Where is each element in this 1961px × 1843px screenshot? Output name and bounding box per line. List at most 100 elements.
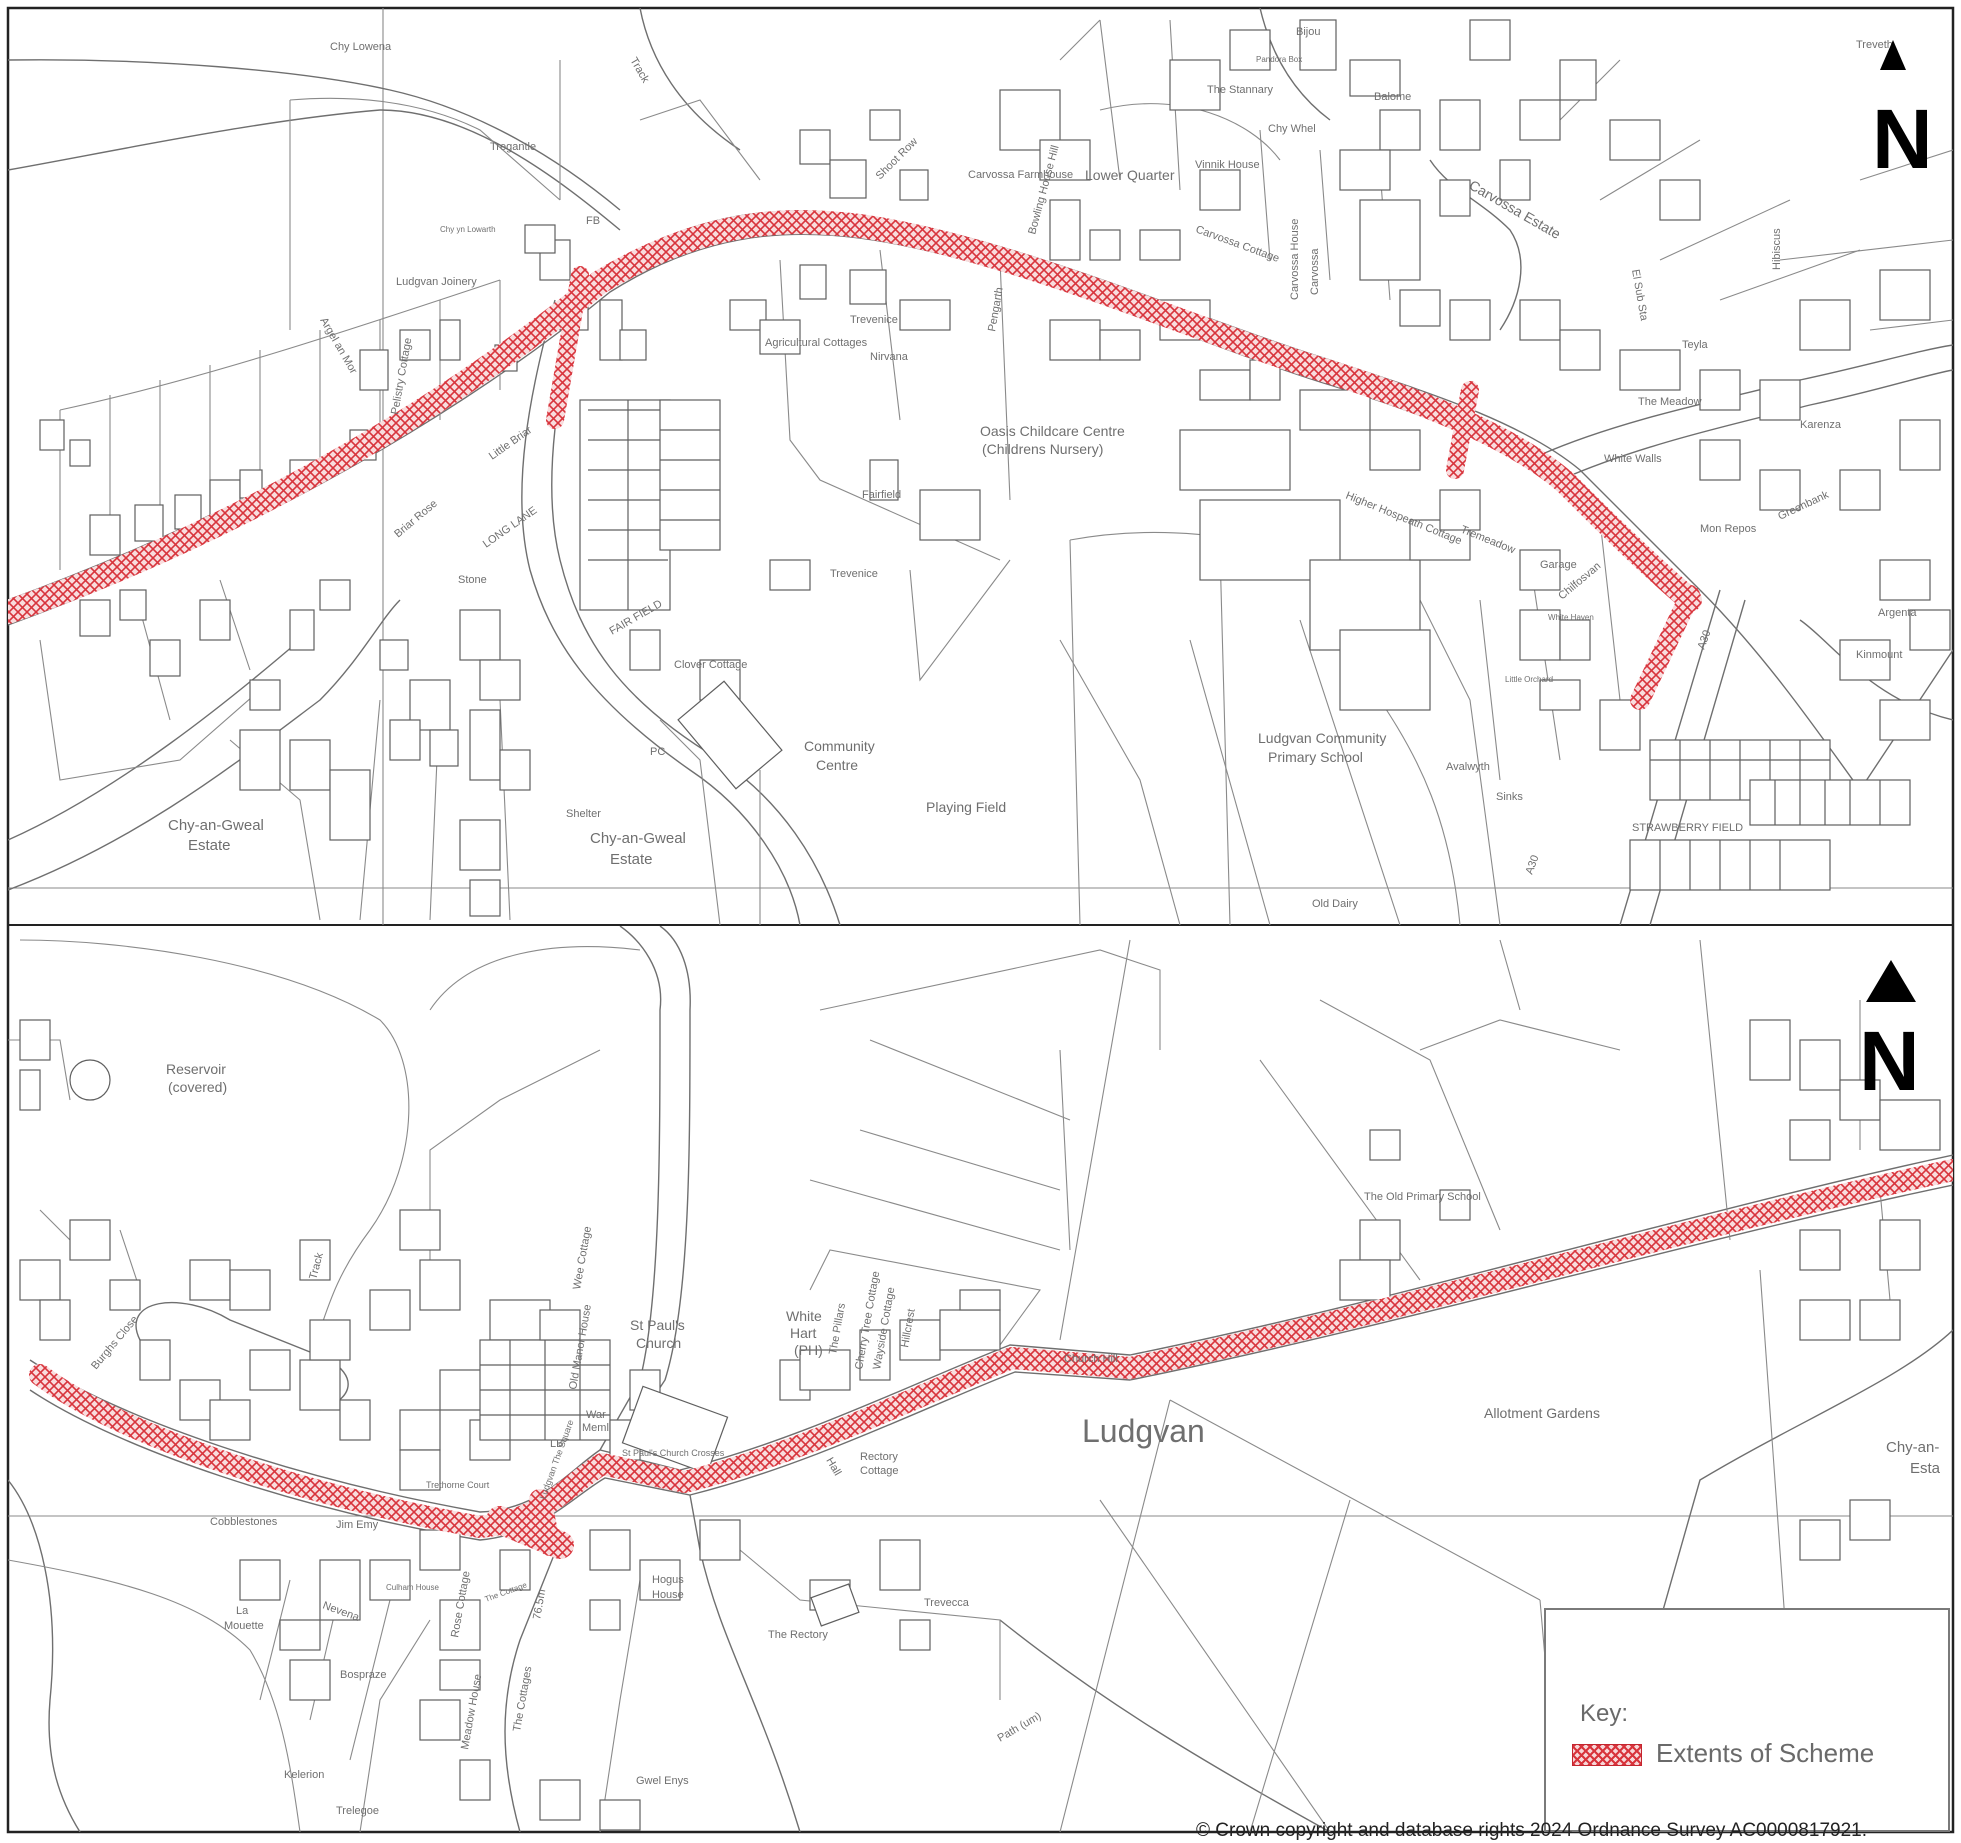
label: PC: [650, 746, 665, 758]
label: Primary School: [1268, 749, 1363, 765]
label: Karenza: [1800, 419, 1842, 431]
label: Mouette: [224, 1620, 264, 1632]
label: Fairfield: [862, 489, 901, 501]
label: Trelegoe: [336, 1805, 379, 1817]
label: The Meadow: [1638, 396, 1702, 408]
label: Hart: [790, 1325, 817, 1341]
label: Ludgvan Joinery: [396, 276, 477, 288]
key-item-label: Extents of Scheme: [1656, 1738, 1875, 1768]
label: Argenta: [1878, 607, 1917, 619]
label: House: [652, 1589, 684, 1601]
north-arrow-icon: N: [1872, 40, 1933, 186]
label: Community: [804, 738, 875, 754]
label: Old Dairy: [1312, 898, 1358, 910]
label: War: [586, 1409, 606, 1421]
label: Chy-an-: [1886, 1439, 1939, 1456]
label: Mon Repos: [1700, 523, 1757, 535]
label: Chy-an-Gweal: [590, 830, 686, 847]
label: Chy yn Lowarth: [440, 225, 496, 234]
label: Playing Field: [926, 799, 1006, 815]
label: St Paul's: [630, 1317, 685, 1333]
place-label: Ludgvan: [1082, 1413, 1205, 1449]
label: Treveth: [1856, 39, 1893, 51]
north-arrow-letter: N: [1859, 1014, 1920, 1108]
label: Cobblestones: [210, 1516, 278, 1528]
label: Estate: [610, 851, 653, 868]
bottom-panel: Reservoir (covered) Track Wee Cottage St…: [8, 926, 1953, 1832]
scheme-extent-top: [8, 210, 1702, 710]
label: Hibiscus: [1771, 228, 1783, 270]
label: 76.5m: [531, 1588, 548, 1620]
label: Estate: [188, 837, 231, 854]
label: Clover Cottage: [674, 659, 747, 671]
label: Shelter: [566, 808, 601, 820]
label: Stone: [458, 574, 487, 586]
label: Trevenice: [830, 568, 878, 580]
label: The Old Primary School: [1364, 1191, 1481, 1203]
roads: [8, 926, 1953, 1832]
copyright-notice: © Crown copyright and database rights 20…: [1196, 1820, 1867, 1841]
label: White Haven: [1548, 613, 1594, 622]
label: LB: [550, 1438, 563, 1450]
label: Chy-an-Gweal: [168, 817, 264, 834]
label: Rectory: [860, 1451, 898, 1463]
label: St Paul's Church Crosses: [622, 1448, 725, 1458]
label: Kelerion: [284, 1769, 324, 1781]
label: (covered): [168, 1079, 227, 1095]
label: Centre: [816, 757, 858, 773]
label: Bijou: [1296, 26, 1320, 38]
label: Pandora Box: [1256, 55, 1302, 64]
label: Trevecca: [924, 1597, 970, 1609]
scheme-hatch-swatch-icon: [1572, 1744, 1642, 1766]
label: Teyla: [1682, 339, 1709, 351]
buildings: [39, 19, 1951, 917]
north-arrow-icon: N: [1859, 960, 1920, 1108]
label: Allotment Gardens: [1484, 1405, 1600, 1421]
label: Trevenice: [850, 314, 898, 326]
north-arrow-letter: N: [1872, 92, 1933, 186]
label: Sinks: [1496, 791, 1523, 803]
label: Carvossa: [1309, 248, 1321, 295]
label: Kinmount: [1856, 649, 1902, 661]
map-key: Key: Extents of Scheme: [1544, 1608, 1950, 1832]
label: The Stannary: [1207, 84, 1274, 96]
label: Chy Lowena: [330, 41, 392, 53]
label: Trethorne Court: [426, 1480, 490, 1490]
label: (Childrens Nursery): [982, 441, 1103, 457]
label: Carvossa House: [1289, 219, 1301, 300]
label: Oasis Childcare Centre: [980, 423, 1125, 439]
label: White Walls: [1604, 453, 1662, 465]
label: La: [236, 1605, 249, 1617]
label: Hogus: [652, 1574, 684, 1586]
label: Culham House: [386, 1583, 439, 1592]
label: Tregantle: [490, 141, 536, 153]
label: Bospraze: [340, 1669, 386, 1681]
buildings: [19, 1019, 1941, 1831]
key-title: Key:: [1580, 1700, 1629, 1727]
label: STRAWBERRY FIELD: [1632, 822, 1743, 834]
label: Ludgvan Community: [1258, 730, 1386, 746]
map-frame: [6, 6, 1955, 1834]
label: Jim Emy: [336, 1519, 379, 1531]
label: Church Hill: [1064, 1353, 1118, 1365]
label: Little Orchard: [1505, 675, 1553, 684]
label: FB: [586, 215, 600, 227]
label: Cottage: [860, 1465, 899, 1477]
label: Nirvana: [870, 351, 909, 363]
label: Balome: [1374, 91, 1411, 103]
top-panel: Chy Lowena Tregantle Chy yn Lowarth Ludg…: [8, 8, 1953, 925]
label: (PH): [794, 1342, 823, 1358]
label: Carvossa Farmhouse: [968, 169, 1073, 181]
label: Gwel Enys: [636, 1775, 689, 1787]
label: Avalwyth: [1446, 761, 1490, 773]
label: White: [786, 1308, 822, 1324]
label: Reservoir: [166, 1061, 226, 1077]
label: Vinnik House: [1195, 159, 1260, 171]
label: Meml: [582, 1422, 609, 1434]
label: Lower Quarter: [1085, 167, 1175, 183]
label: The Rectory: [768, 1629, 828, 1641]
label: Church: [636, 1335, 681, 1351]
label: Chy Whel: [1268, 123, 1316, 135]
